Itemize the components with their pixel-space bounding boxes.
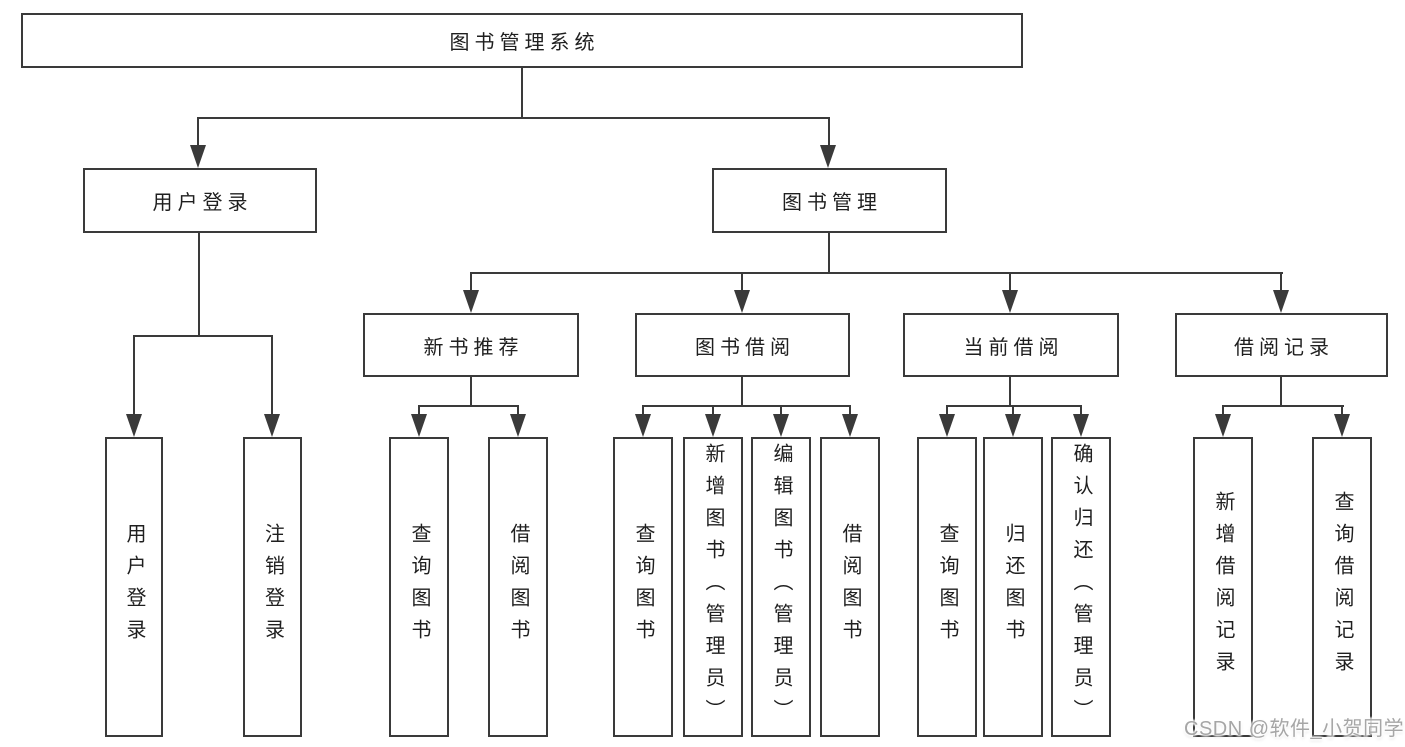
- connector-line: [741, 377, 743, 407]
- node-borrowing-records: 借阅记录: [1175, 313, 1388, 377]
- node-label: 借阅记录: [1234, 336, 1334, 359]
- node-label: 查询借阅记录: [1331, 491, 1353, 683]
- arrow-down-icon: [1073, 414, 1089, 437]
- node-current-borrowing: 当前借阅: [903, 313, 1119, 377]
- connector-line: [517, 405, 519, 416]
- connector-line: [133, 335, 135, 415]
- node-book-borrowing: 图书借阅: [635, 313, 850, 377]
- connector-line: [642, 405, 851, 407]
- node-label: 用户登录: [152, 192, 253, 214]
- arrow-down-icon: [1273, 290, 1289, 313]
- connector-line: [470, 272, 472, 292]
- leaf-logout: 注销登录: [243, 437, 302, 737]
- arrow-down-icon: [510, 414, 526, 437]
- node-label: 新增图书（管理员）: [702, 443, 724, 731]
- connector-line: [1009, 377, 1011, 407]
- arrow-down-icon: [411, 414, 427, 437]
- connector-line: [271, 335, 273, 415]
- arrow-down-icon: [463, 290, 479, 313]
- node-label: 图书管理系统: [449, 32, 600, 54]
- node-label: 图书借阅: [695, 336, 795, 359]
- connector-line: [418, 405, 519, 407]
- node-label: 当前借阅: [963, 336, 1064, 359]
- arrow-down-icon: [190, 145, 206, 168]
- arrow-down-icon: [939, 414, 955, 437]
- arrow-down-icon: [1215, 414, 1231, 437]
- leaf-query-books-borrow: 查询图书: [613, 437, 673, 737]
- csdn-watermark: CSDN @软件_小贺同学: [1184, 718, 1405, 740]
- connector-line: [946, 405, 1082, 407]
- node-label: 查询图书: [408, 523, 430, 651]
- connector-line: [849, 405, 851, 416]
- connector-line: [1222, 405, 1224, 416]
- connector-line: [197, 117, 199, 147]
- leaf-user-login: 用户登录: [105, 437, 163, 737]
- node-label: 确认归还（管理员）: [1070, 443, 1092, 731]
- node-label: 查询图书: [936, 523, 958, 651]
- connector-line: [1280, 377, 1282, 407]
- arrow-down-icon: [773, 414, 789, 437]
- leaf-borrow-books: 借阅图书: [820, 437, 880, 737]
- connector-line: [471, 272, 1283, 274]
- connector-line: [642, 405, 644, 416]
- connector-line: [198, 233, 200, 337]
- connector-line: [712, 405, 714, 416]
- arrow-down-icon: [842, 414, 858, 437]
- leaf-borrow-books-recommend: 借阅图书: [488, 437, 548, 737]
- leaf-confirm-return-admin: 确认归还（管理员）: [1051, 437, 1111, 737]
- arrow-down-icon: [1002, 290, 1018, 313]
- node-label: 新增借阅记录: [1212, 491, 1234, 683]
- leaf-add-borrow-record: 新增借阅记录: [1193, 437, 1253, 737]
- node-label: 借阅图书: [839, 523, 861, 651]
- leaf-query-books-current: 查询图书: [917, 437, 977, 737]
- arrow-down-icon: [264, 414, 280, 437]
- connector-line: [946, 405, 948, 416]
- connector-line: [1009, 272, 1011, 292]
- node-book-management: 图书管理: [712, 168, 947, 233]
- leaf-edit-books-admin: 编辑图书（管理员）: [751, 437, 811, 737]
- node-new-book-recommendation: 新书推荐: [363, 313, 579, 377]
- connector-line: [470, 377, 472, 407]
- node-label: 新书推荐: [423, 336, 524, 359]
- node-label: 归还图书: [1002, 523, 1024, 651]
- connector-line: [1280, 272, 1282, 292]
- node-label: 编辑图书（管理员）: [770, 443, 792, 731]
- connector-line: [1222, 405, 1344, 407]
- node-label: 借阅图书: [507, 523, 529, 651]
- arrow-down-icon: [820, 145, 836, 168]
- node-library-management-system: 图书管理系统: [21, 13, 1023, 68]
- connector-line: [741, 272, 743, 292]
- arrow-down-icon: [1334, 414, 1350, 437]
- connector-line: [828, 117, 830, 147]
- arrow-down-icon: [734, 290, 750, 313]
- leaf-return-books: 归还图书: [983, 437, 1043, 737]
- node-label: 查询图书: [632, 523, 654, 651]
- connector-line: [197, 117, 830, 119]
- node-label: 用户登录: [123, 523, 145, 651]
- connector-line: [133, 335, 273, 337]
- arrow-down-icon: [126, 414, 142, 437]
- connector-line: [828, 233, 830, 274]
- node-user-login: 用户登录: [83, 168, 317, 233]
- leaf-query-books-recommend: 查询图书: [389, 437, 449, 737]
- arrow-down-icon: [705, 414, 721, 437]
- node-label: 图书管理: [782, 192, 882, 214]
- node-label: 注销登录: [261, 523, 284, 651]
- leaf-add-books-admin: 新增图书（管理员）: [683, 437, 743, 737]
- connector-line: [1080, 405, 1082, 416]
- arrow-down-icon: [635, 414, 651, 437]
- connector-line: [418, 405, 420, 416]
- leaf-query-borrow-record: 查询借阅记录: [1312, 437, 1372, 737]
- connector-line: [521, 68, 523, 119]
- arrow-down-icon: [1005, 414, 1021, 437]
- connector-line: [1012, 405, 1014, 416]
- connector-line: [780, 405, 782, 416]
- connector-line: [1341, 405, 1343, 416]
